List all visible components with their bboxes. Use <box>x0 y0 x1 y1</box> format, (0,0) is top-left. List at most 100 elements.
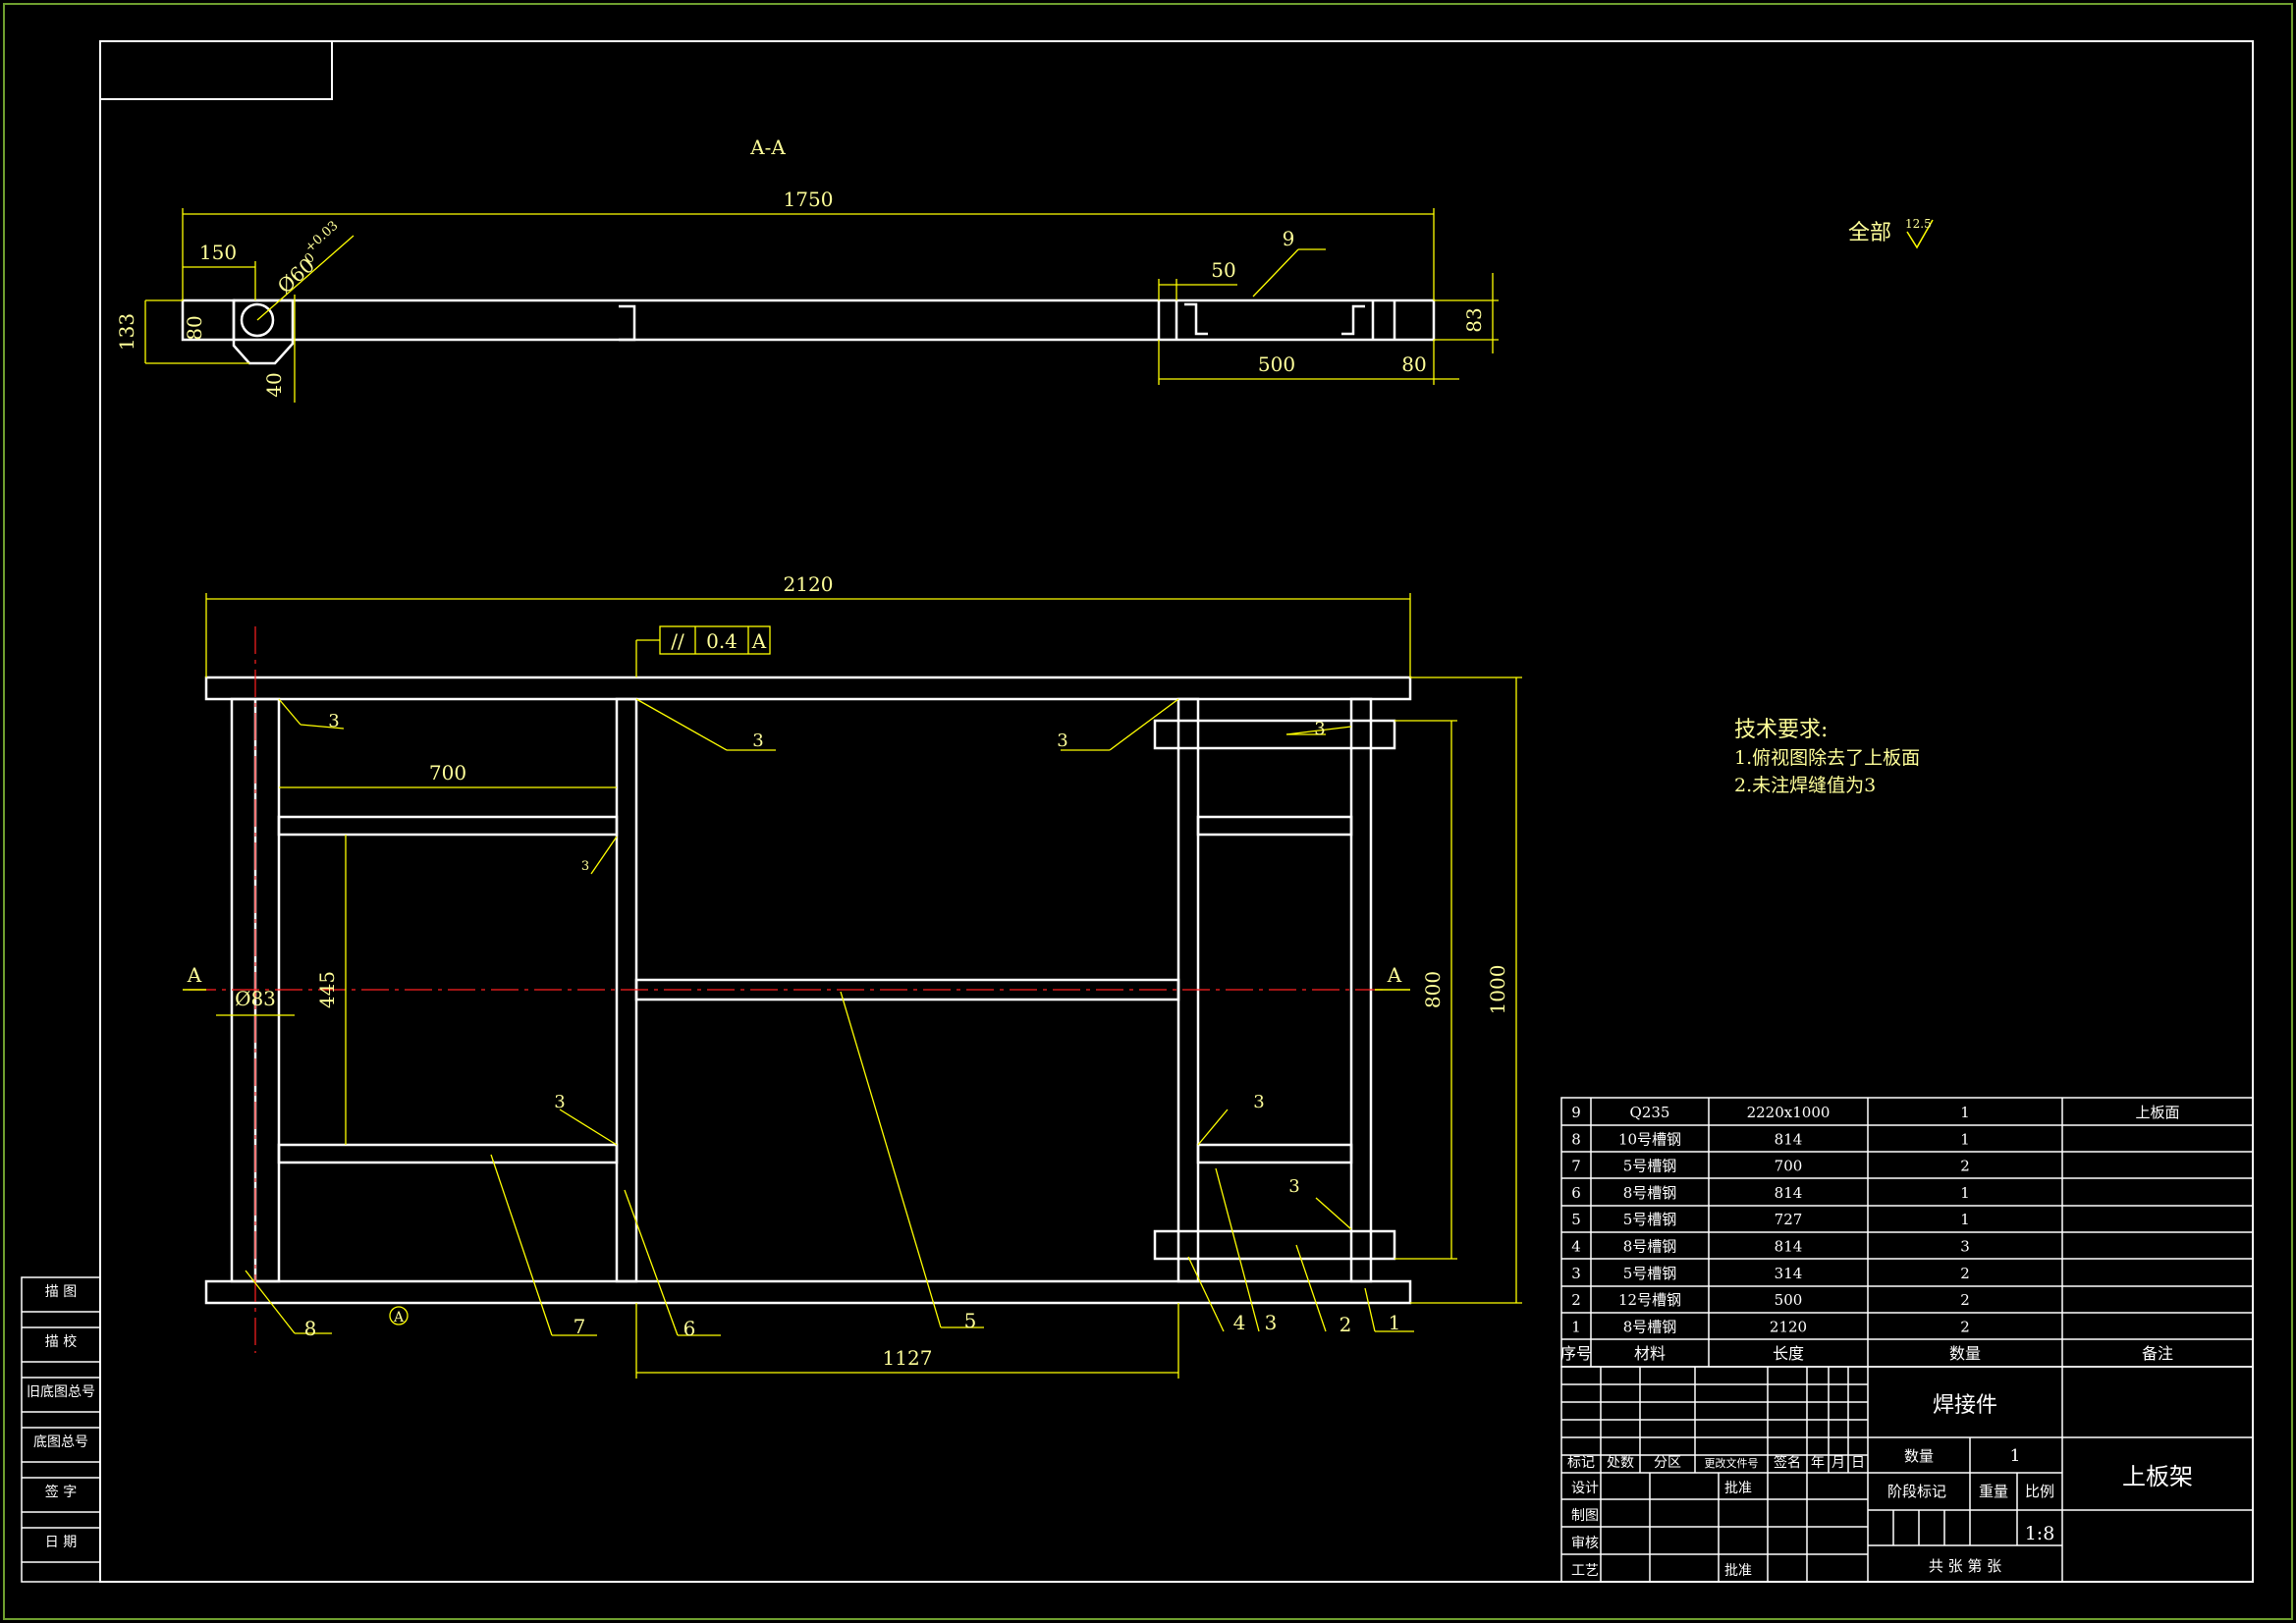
svg-text:0.4: 0.4 <box>706 629 738 653</box>
weld-size: 3 <box>1314 719 1325 739</box>
weld-size: 3 <box>328 711 339 731</box>
role-label: 工艺 <box>1571 1563 1599 1579</box>
bom-cell-no: 5 <box>1571 1211 1581 1228</box>
dim-left-block: 80 <box>183 315 206 340</box>
bom-cell-material: 5号槽钢 <box>1623 1158 1677 1175</box>
balloon-3: 3 <box>1265 1311 1278 1334</box>
bom-cell-material: Q235 <box>1630 1104 1670 1121</box>
bom-cell-no: 8 <box>1571 1130 1581 1148</box>
bom-cell-note: 上板面 <box>2135 1104 2179 1121</box>
stamp-label: 底图总号 <box>33 1434 88 1450</box>
stage-label: 阶段标记 <box>1887 1483 1946 1500</box>
bom-cell-length: 500 <box>1775 1291 1803 1309</box>
drawing-frame <box>99 40 2254 1583</box>
dim-hole-offset: 150 <box>199 241 237 264</box>
quantity-value: 1 <box>2010 1446 2021 1466</box>
bom-cell-no: 3 <box>1571 1265 1581 1282</box>
rev-header: 签名 <box>1774 1454 1801 1471</box>
dim-inner-width: 700 <box>429 761 466 784</box>
dim-overall-width: 2120 <box>784 572 834 596</box>
svg-text://: // <box>671 629 684 653</box>
bom-cell-length: 814 <box>1775 1184 1803 1202</box>
tolerance-frame: // 0.4 A <box>659 625 771 655</box>
tech-item: 1.俯视图除去了上板面 <box>1734 747 1920 769</box>
dim-right-gap: 50 <box>1211 258 1235 282</box>
bom-cell-qty: 1 <box>1960 1211 1970 1228</box>
rev-header: 更改文件号 <box>1705 1456 1759 1470</box>
balloon-4: 4 <box>1233 1311 1246 1334</box>
dim-bottom-offset: 40 <box>262 372 286 397</box>
title-block: 标记 处数 分区 更改文件号 签名 年 月 日 设计 制图 审核 工艺 批准 批… <box>1560 1366 2254 1583</box>
weld-size: 3 <box>554 1092 565 1112</box>
weight-label: 重量 <box>1979 1483 2008 1500</box>
bom-cell-material: 10号槽钢 <box>1618 1130 1681 1148</box>
balloon-8: 8 <box>304 1317 317 1340</box>
bom-cell-length: 814 <box>1775 1130 1803 1148</box>
bom-cell-no: 6 <box>1571 1184 1581 1202</box>
part-type: 焊接件 <box>1933 1393 1997 1418</box>
weld-size: 3 <box>1253 1092 1264 1112</box>
tech-requirements: 技术要求: 1.俯视图除去了上板面 2.未注焊缝值为3 <box>1734 718 1920 796</box>
dim-left-height: 133 <box>115 313 138 351</box>
rev-header: 年 <box>1811 1455 1825 1471</box>
approve-label: 批准 <box>1724 1481 1752 1496</box>
stamp-label: 描 图 <box>45 1284 77 1300</box>
weld-size: 3 <box>752 730 763 751</box>
svg-text:12.5: 12.5 <box>1905 217 1932 231</box>
bom-cell-length: 2220x1000 <box>1747 1104 1831 1121</box>
scale-label: 比例 <box>2025 1483 2054 1500</box>
sheet-text: 共 张 第 张 <box>1929 1557 2001 1575</box>
weld-size: 3 <box>1288 1176 1299 1197</box>
dim-overall-length: 1750 <box>784 188 834 211</box>
datum-circle <box>389 1306 409 1325</box>
bom-cell-no: 2 <box>1571 1291 1581 1309</box>
bom-cell-qty: 1 <box>1960 1104 1970 1121</box>
bom-cell-length: 700 <box>1775 1158 1803 1175</box>
dim-right-inner-height: 800 <box>1421 971 1445 1008</box>
dim-pipe-dia: Ø83 <box>235 987 276 1010</box>
section-view-aa: A-A <box>115 135 1499 403</box>
balloon-7: 7 <box>574 1315 586 1338</box>
bom-cell-material: 5号槽钢 <box>1623 1211 1677 1228</box>
rev-header: 分区 <box>1654 1455 1681 1471</box>
bom-cell-material: 8号槽钢 <box>1623 1238 1677 1256</box>
weld-size: 3 <box>581 859 589 874</box>
dim-right-height: 83 <box>1462 307 1486 332</box>
plan-view: // 0.4 A 2120 700 445 1127 800 1000 Ø83 … <box>183 572 1522 1379</box>
bom-header-no: 序号 <box>1560 1344 1592 1363</box>
rev-header: 处数 <box>1607 1455 1634 1471</box>
section-label: A-A <box>749 135 786 159</box>
bom-cell-qty: 2 <box>1960 1265 1970 1282</box>
bom-cell-material: 8号槽钢 <box>1623 1184 1677 1202</box>
bom-cell-qty: 1 <box>1960 1184 1970 1202</box>
balloon-5: 5 <box>964 1309 977 1332</box>
section-mark-right: A <box>1387 963 1402 987</box>
bom-header-length: 长度 <box>1773 1344 1804 1363</box>
dim-overall-height: 1000 <box>1486 965 1509 1015</box>
sheet-outer-border <box>3 3 2293 1620</box>
bom-cell-material: 5号槽钢 <box>1623 1265 1677 1282</box>
bom-cell-no: 4 <box>1571 1238 1581 1256</box>
stamp-label: 日 期 <box>45 1535 77 1550</box>
bom-header-note: 备注 <box>2142 1344 2173 1363</box>
rev-header: 日 <box>1851 1455 1865 1471</box>
side-stamp <box>21 1276 101 1583</box>
roughness-note: 全部 12.5 <box>1848 217 1934 249</box>
datum-mark: A <box>393 1310 405 1325</box>
section-mark-left: A <box>187 963 202 987</box>
role-label: 设计 <box>1571 1481 1599 1496</box>
dim-right-span: 500 <box>1258 352 1295 376</box>
balloon-9: 9 <box>1283 227 1295 250</box>
stamp-label: 旧底图总号 <box>27 1384 95 1400</box>
bom-cell-length: 727 <box>1775 1211 1803 1228</box>
svg-text:全部: 全部 <box>1848 221 1891 245</box>
bom-cell-qty: 3 <box>1960 1238 1970 1256</box>
drawing-name: 上板架 <box>2122 1463 2193 1490</box>
bom-cell-qty: 1 <box>1960 1130 1970 1148</box>
bom-cell-no: 9 <box>1571 1104 1581 1121</box>
bom-cell-no: 1 <box>1571 1318 1581 1335</box>
bom-cell-length: 2120 <box>1770 1318 1807 1335</box>
approve-label: 批准 <box>1724 1563 1752 1579</box>
